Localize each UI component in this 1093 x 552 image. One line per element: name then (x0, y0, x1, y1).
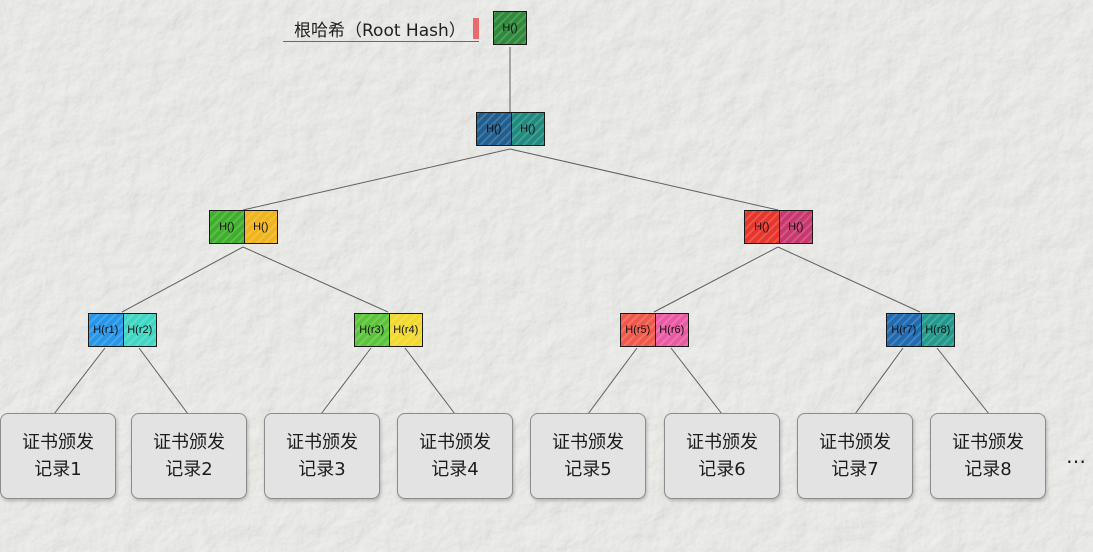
leaf-record-4: 证书颁发 记录4 (397, 413, 513, 499)
hash-cell-l2b-left: H() (745, 211, 779, 243)
hash-cell-r3: H(r3) (355, 314, 389, 346)
edge-l2a-l3b (242, 246, 389, 313)
root-hash-label: 根哈希（Root Hash） (294, 21, 466, 41)
leaf-label-line2: 记录1 (34, 459, 82, 480)
hash-cell-l2a-left: H() (210, 211, 244, 243)
level3-node-r7-r8: H(r7) H(r8) (886, 313, 955, 347)
leaf-label-line2: 记录3 (298, 459, 346, 480)
leaf-record-2: 证书颁发 记录2 (131, 413, 247, 499)
hash-cell-l2b-right: H() (778, 211, 812, 243)
edge-l3b-leaf3 (320, 347, 372, 415)
leaf-label-line2: 记录5 (564, 459, 612, 480)
level1-node: H() H() (476, 112, 545, 146)
text-cursor-marker (473, 18, 479, 39)
edge-l3a-leaf2 (138, 347, 189, 415)
edge-l3a-leaf1 (53, 347, 106, 415)
hash-cell-l2a-right: H() (243, 211, 277, 243)
leaf-label-line1: 证书颁发 (286, 432, 358, 453)
edge-l3d-leaf8 (936, 347, 990, 415)
leaf-label-line1: 证书颁发 (952, 432, 1024, 453)
level3-node-r5-r6: H(r5) H(r6) (620, 313, 689, 347)
edge-l3d-leaf7 (854, 347, 904, 415)
edge-l2a-l3a (121, 246, 244, 313)
edge-l1-l2a (242, 148, 511, 211)
hash-cell-r4: H(r4) (388, 314, 422, 346)
hash-cell-l1-left: H() (477, 113, 511, 145)
level3-node-r3-r4: H(r3) H(r4) (354, 313, 423, 347)
root-hash-cell: H() (494, 12, 526, 44)
more-records-ellipsis: … (1066, 444, 1087, 468)
leaf-label-line1: 证书颁发 (819, 432, 891, 453)
leaf-label-line2: 记录4 (431, 459, 479, 480)
leaf-label-line1: 证书颁发 (22, 432, 94, 453)
leaf-label-line2: 记录8 (964, 459, 1012, 480)
leaf-record-8: 证书颁发 记录8 (930, 413, 1046, 499)
leaf-record-7: 证书颁发 记录7 (797, 413, 913, 499)
level3-node-r1-r2: H(r1) H(r2) (88, 313, 157, 347)
leaf-label-line1: 证书颁发 (686, 432, 758, 453)
hash-cell-r7: H(r7) (887, 314, 921, 346)
leaf-label-line1: 证书颁发 (552, 432, 624, 453)
leaf-record-5: 证书颁发 记录5 (530, 413, 646, 499)
hash-cell-r6: H(r6) (654, 314, 688, 346)
leaf-label-line2: 记录7 (831, 459, 879, 480)
hash-cell-l1-right: H() (510, 113, 544, 145)
edge-l3c-leaf5 (587, 347, 638, 415)
leaf-record-3: 证书颁发 记录3 (264, 413, 380, 499)
edge-l2b-l3c (653, 246, 779, 313)
hash-cell-r8: H(r8) (920, 314, 954, 346)
hash-cell-r2: H(r2) (122, 314, 156, 346)
leaf-label-line1: 证书颁发 (419, 432, 491, 453)
leaf-record-1: 证书颁发 记录1 (0, 413, 116, 499)
leaf-label-line2: 记录2 (165, 459, 213, 480)
level2-node-left: H() H() (209, 210, 278, 244)
edge-l3c-leaf6 (670, 347, 723, 415)
hash-cell-r1: H(r1) (89, 314, 123, 346)
edge-l3b-leaf4 (404, 347, 456, 415)
hash-cell-r5: H(r5) (621, 314, 655, 346)
root-label-underline (283, 41, 479, 42)
edge-l2b-l3d (777, 246, 921, 313)
leaf-label-line1: 证书颁发 (153, 432, 225, 453)
level2-node-right: H() H() (744, 210, 813, 244)
leaf-label-line2: 记录6 (698, 459, 746, 480)
edge-l1-l2b (509, 148, 779, 211)
root-hash-node: H() (493, 11, 527, 45)
leaf-record-6: 证书颁发 记录6 (664, 413, 780, 499)
